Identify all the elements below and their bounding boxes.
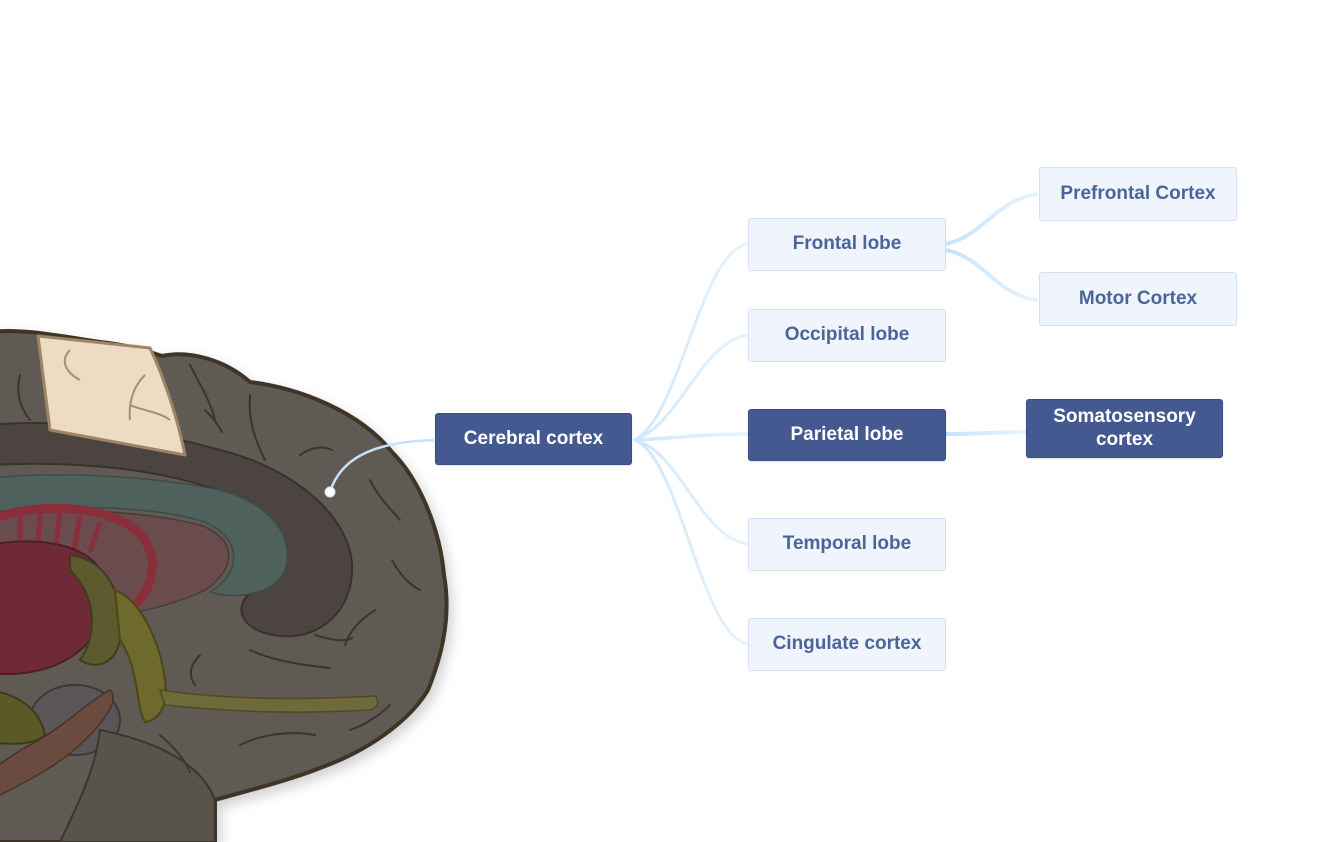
connector-root-parietal xyxy=(633,432,749,442)
connector-root-frontal xyxy=(633,242,749,442)
connector-anchor-dot xyxy=(324,486,336,498)
connector-frontal-prefrontal xyxy=(945,192,1039,246)
node-motor-cortex[interactable]: Motor Cortex xyxy=(1039,272,1237,326)
highlight-sulcus-lines xyxy=(63,349,171,421)
node-cingulate-cortex-label: Cingulate cortex xyxy=(772,633,922,655)
basal-structure-shape xyxy=(69,553,122,666)
node-cerebral-cortex-label: Cerebral cortex xyxy=(463,427,604,449)
fornix-shape xyxy=(0,503,157,610)
node-frontal-lobe-label: Frontal lobe xyxy=(792,233,902,255)
connector-root-temporal xyxy=(633,438,749,546)
connector-root-cingulate xyxy=(633,438,749,646)
hypothalamus-shape xyxy=(113,588,167,724)
fornix-rays xyxy=(17,509,103,553)
node-occipital-lobe-label: Occipital lobe xyxy=(784,324,910,346)
connector-brain-to-root xyxy=(328,438,435,493)
node-temporal-lobe[interactable]: Temporal lobe xyxy=(748,518,946,571)
node-prefrontal-cortex-label: Prefrontal Cortex xyxy=(1060,182,1216,204)
fissure-olive-shape xyxy=(158,689,379,713)
node-temporal-lobe-label: Temporal lobe xyxy=(782,533,912,555)
node-parietal-lobe-label: Parietal lobe xyxy=(790,423,904,445)
connector-root-occipital xyxy=(633,333,749,442)
cingulate-gyrus-shape xyxy=(0,421,354,638)
node-frontal-lobe[interactable]: Frontal lobe xyxy=(748,218,946,271)
connector-parietal-somatosensory xyxy=(945,430,1027,436)
node-cingulate-cortex[interactable]: Cingulate cortex xyxy=(748,618,946,671)
node-prefrontal-cortex[interactable]: Prefrontal Cortex xyxy=(1039,167,1237,221)
connector-frontal-motor xyxy=(945,248,1039,302)
node-cerebral-cortex[interactable]: Cerebral cortex xyxy=(435,413,632,465)
hippocampus-shape xyxy=(0,689,114,796)
lower-lobe-shape xyxy=(58,728,216,842)
node-somatosensory-cortex-label: Somatosensory cortex xyxy=(1053,405,1196,450)
node-somatosensory-cortex[interactable]: Somatosensory cortex xyxy=(1026,399,1223,458)
sulci-lines xyxy=(17,364,421,773)
highlight-patch-shape xyxy=(36,334,187,457)
node-motor-cortex-label: Motor Cortex xyxy=(1078,287,1198,309)
brainstem-shape xyxy=(0,691,47,745)
node-occipital-lobe[interactable]: Occipital lobe xyxy=(748,309,946,362)
node-parietal-lobe[interactable]: Parietal lobe xyxy=(748,409,946,461)
